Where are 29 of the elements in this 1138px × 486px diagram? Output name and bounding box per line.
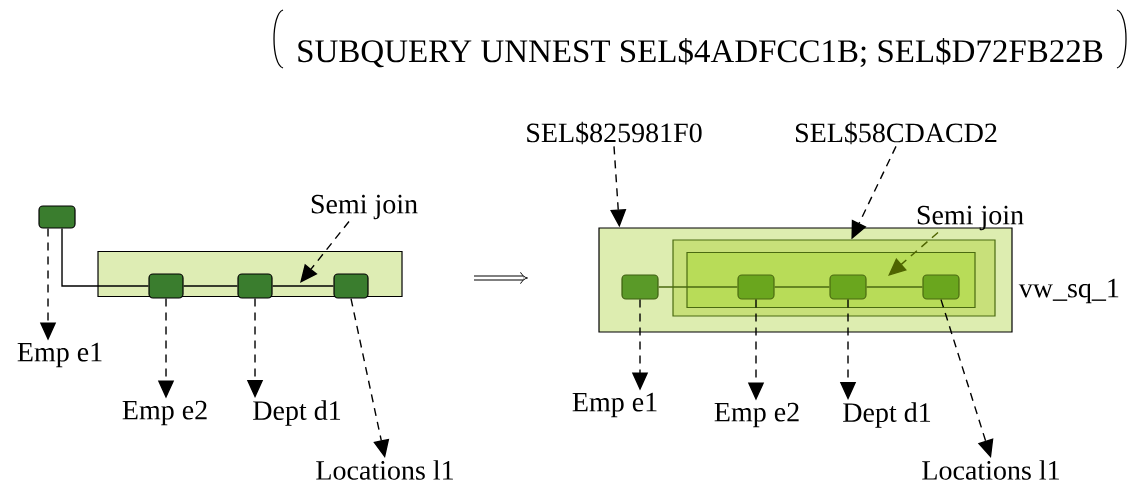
table-node	[333, 273, 369, 299]
table-label: Locations l1	[316, 460, 453, 480]
join-line	[182, 285, 239, 287]
table-label: Locations l1	[922, 460, 1059, 480]
join-line	[61, 227, 150, 287]
table-node	[922, 274, 960, 300]
join-label: Semi join	[311, 194, 418, 220]
table-label: Emp e2	[122, 400, 207, 426]
join-line	[773, 286, 831, 288]
table-node	[148, 273, 184, 299]
join-label: Semi join	[917, 205, 1024, 231]
query-block-label: SEL$825981F0	[527, 121, 702, 145]
table-label: Emp e2	[714, 402, 799, 428]
table-node	[621, 274, 659, 300]
join-line	[865, 286, 924, 288]
table-label: Dept d1	[843, 402, 931, 428]
query-block-label: SEL$58CDACD2	[795, 121, 997, 145]
table-label: Emp e1	[17, 342, 102, 368]
title: SUBQUERY UNNEST SEL$4ADFCC1B; SEL$D72FB22B	[298, 38, 1103, 68]
table-node	[38, 205, 76, 229]
table-node	[237, 273, 273, 299]
table-node	[737, 274, 775, 300]
table-label: Emp e1	[572, 392, 657, 418]
table-node	[829, 274, 867, 300]
table-label: Dept d1	[253, 400, 341, 426]
join-line	[657, 286, 739, 288]
arrow	[300, 220, 350, 283]
join-line	[271, 285, 335, 287]
view-label: vw_sq_1	[1018, 278, 1119, 304]
